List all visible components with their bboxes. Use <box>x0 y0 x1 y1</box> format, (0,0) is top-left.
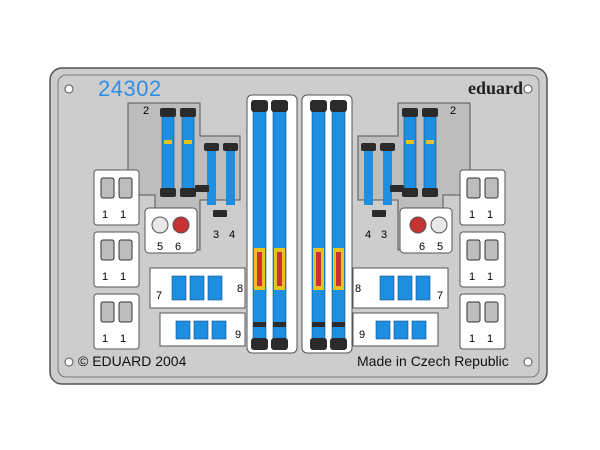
part-number-6-left: 6 <box>174 241 182 253</box>
part-number-1: 1 <box>119 209 127 221</box>
copyright-notice: © EDUARD 2004 <box>78 353 187 369</box>
part-number-9-left: 9 <box>234 329 242 341</box>
part-number-1: 1 <box>468 209 476 221</box>
disc-parts <box>151 216 448 234</box>
part-number-7-right: 7 <box>436 290 444 302</box>
part-number-9-right: 9 <box>358 329 366 341</box>
brand-logo-text: eduard <box>468 78 524 98</box>
part-number-5-left: 5 <box>156 241 164 253</box>
part-number-4-right: 4 <box>364 229 372 241</box>
corner-hole <box>523 357 533 367</box>
part-number-1: 1 <box>486 333 494 345</box>
part-number-1: 1 <box>468 333 476 345</box>
origin-notice: Made in Czech Republic <box>357 353 509 369</box>
buckle-parts <box>100 177 499 323</box>
part-number-1: 1 <box>119 333 127 345</box>
shoulder-belts <box>160 108 438 197</box>
corner-hole <box>64 84 74 94</box>
part-number-5-right: 5 <box>436 241 444 253</box>
corner-hole <box>64 357 74 367</box>
part-number-8-right: 8 <box>354 283 362 295</box>
part-number-3-right: 3 <box>380 229 388 241</box>
part-number-3-left: 3 <box>212 229 220 241</box>
product-code: 24302 <box>98 76 162 101</box>
fret-inner-border <box>57 74 540 378</box>
pad-parts <box>171 275 431 340</box>
long-belts <box>251 100 347 350</box>
part-number-8-left: 8 <box>236 283 244 295</box>
part-number-1: 1 <box>119 271 127 283</box>
part-number-1: 1 <box>468 271 476 283</box>
part-number-2-left: 2 <box>142 105 150 117</box>
part-number-2-right: 2 <box>449 105 457 117</box>
part-number-4-left: 4 <box>228 229 236 241</box>
corner-hole <box>523 84 533 94</box>
part-number-1: 1 <box>101 333 109 345</box>
part-number-1: 1 <box>486 209 494 221</box>
part-number-1: 1 <box>101 271 109 283</box>
part-number-1: 1 <box>101 209 109 221</box>
short-belts <box>195 143 404 217</box>
part-number-1: 1 <box>486 271 494 283</box>
part-number-6-right: 6 <box>418 241 426 253</box>
part-number-7-left: 7 <box>155 290 163 302</box>
